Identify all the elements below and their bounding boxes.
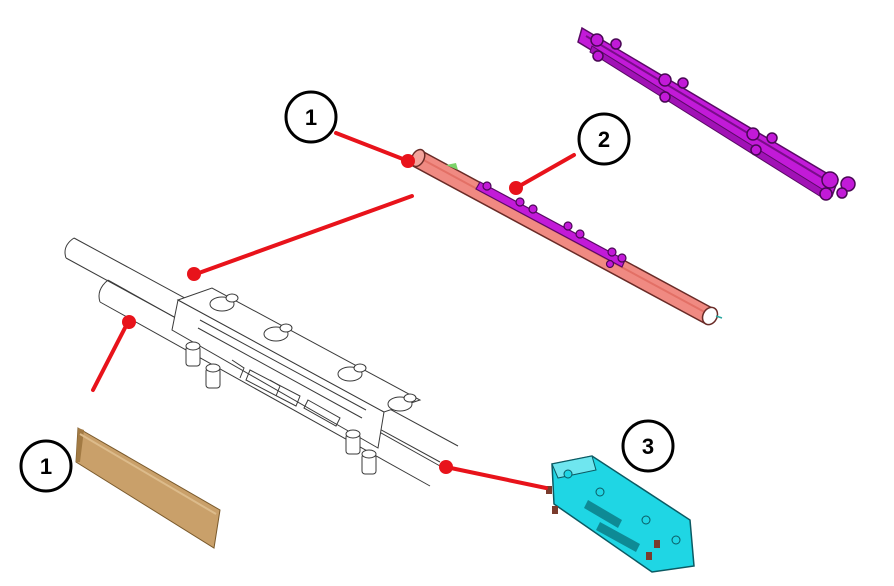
leader-dot-2 [509, 181, 523, 195]
leader-dot-1-top [401, 154, 415, 168]
leader-dot-outline [187, 267, 201, 281]
leader-line-1-bottom [91, 320, 130, 392]
leader-dot-1-bottom [122, 315, 136, 329]
leader-lines [91, 131, 576, 490]
rail-detail-top-right [577, 26, 856, 201]
leader-line-3 [444, 465, 548, 490]
callout-2: 2 [577, 112, 631, 166]
leader-dot-3 [439, 460, 453, 474]
mount-bracket-detail [546, 455, 695, 573]
outline-assembly [64, 237, 459, 487]
leader-line-1-top [334, 131, 410, 163]
callout-1-top-label: 1 [305, 105, 317, 130]
callout-1-bottom: 1 [19, 439, 73, 493]
leader-line-2 [514, 153, 576, 190]
leader-dots [122, 154, 523, 474]
callout-1-bottom-label: 1 [40, 454, 52, 479]
pipe-wrap-sheet [75, 427, 221, 549]
callout-2-label: 2 [598, 127, 610, 152]
callout-3-label: 3 [642, 434, 654, 459]
callout-1-top: 1 [284, 90, 338, 144]
pipe-with-rail-assembly [410, 148, 723, 326]
callout-3: 3 [621, 419, 675, 473]
leader-line-pipe-to-outline [194, 194, 414, 276]
